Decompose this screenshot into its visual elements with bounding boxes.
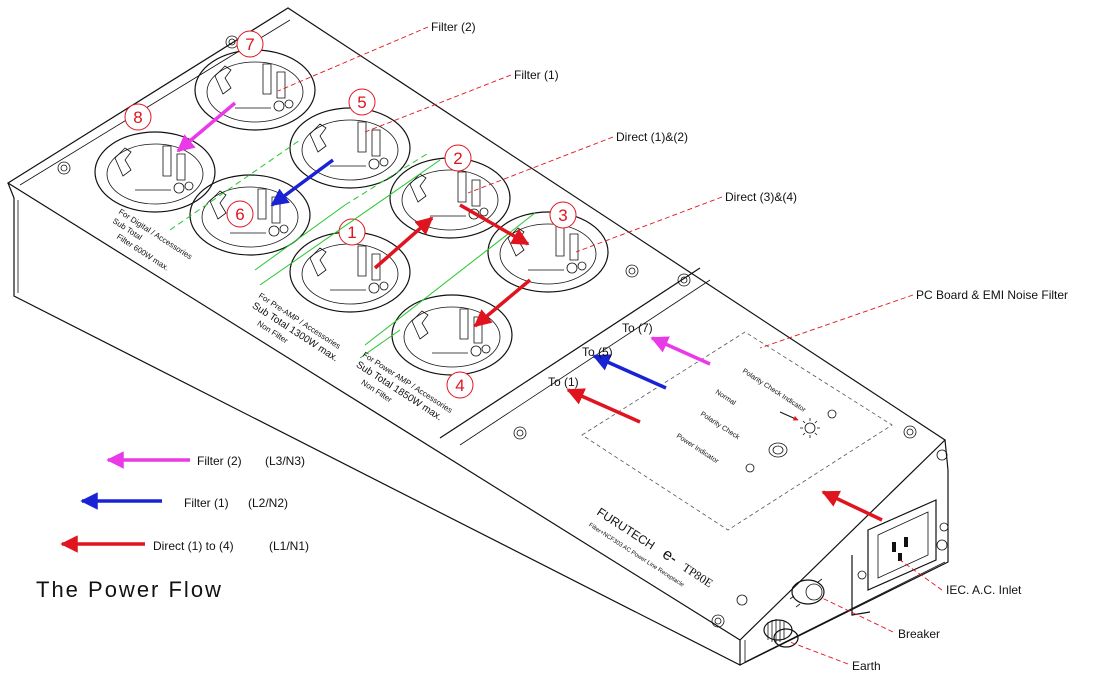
legend-suffix-filter1: (L2/N2) [248, 496, 288, 510]
normal-arrow-icon [779, 411, 799, 421]
outlet-6 [189, 174, 311, 256]
flow-arrow-to1 [566, 388, 641, 424]
mounting-screws [57, 35, 948, 628]
polarity-check-text: Polarity Check [699, 411, 741, 442]
outlet-7 [194, 49, 316, 131]
outlet-number-8: 8 [124, 103, 152, 131]
outlet-number-text: 1 [347, 223, 356, 242]
outlet-number-text: 3 [558, 206, 567, 225]
leader-lines [277, 26, 943, 665]
outlet-number-text: 5 [357, 93, 366, 112]
group-preamp-text: For Pre-AMP / Accessories Sub Total 1300… [250, 291, 342, 364]
outlet-group: 7 8 5 6 2 1 3 4 [94, 30, 609, 399]
group-poweramp-line-1: For Power AMP / Accessories [361, 350, 454, 415]
outlet-2 [389, 157, 511, 239]
legend-label-filter1: Filter (1) [184, 496, 229, 510]
brand-block: FURUTECH e- TP80E Filter+NCF303 AC Power… [587, 505, 716, 590]
legend-label-direct: Direct (1) to (4) [153, 539, 234, 553]
label-pcboard: PC Board & EMI Noise Filter [916, 288, 1068, 302]
brand-model: TP80E [680, 560, 716, 590]
polarity-indicator-led-icon [827, 409, 837, 419]
group-separators [169, 139, 536, 359]
outlet-3 [487, 211, 609, 293]
outlet-4 [391, 294, 513, 376]
legend-title: The Power Flow [36, 577, 223, 602]
flow-arrow-direct-1-2 [373, 216, 434, 270]
label-to1: To (1) [548, 375, 579, 389]
outlet-number-text: 8 [133, 108, 142, 127]
earth-terminal[interactable] [763, 619, 799, 648]
iec-inlet [851, 499, 949, 616]
polarity-check-button[interactable] [768, 442, 788, 458]
flow-arrows [176, 101, 883, 522]
flow-arrow-to5 [592, 354, 667, 390]
outlet-number-5: 5 [348, 88, 376, 116]
legend-suffix-filter2: (L3/N3) [265, 454, 305, 468]
label-direct34: Direct (3)&(4) [725, 190, 797, 204]
group-poweramp-text: For Power AMP / Accessories Sub Total 18… [354, 350, 454, 423]
label-earth: Earth [852, 659, 881, 673]
outlet-number-3: 3 [549, 201, 577, 229]
flow-arrow-direct-2-3 [459, 203, 530, 246]
flow-arrow-direct-3-4 [473, 278, 532, 328]
flow-arrow-filter1 [270, 158, 335, 207]
flow-arrow-to7 [650, 336, 711, 366]
outlet-8 [94, 131, 216, 213]
label-direct12: Direct (1)&(2) [616, 130, 688, 144]
power-indicator-led-icon [745, 463, 755, 473]
label-to7: To (7) [622, 321, 653, 335]
legend: Filter (2) (L3/N3) Filter (1) (L2/N2) Di… [36, 451, 309, 602]
chassis [6, 7, 949, 666]
group-digital-text: For Digital / Accessories Sub Total Filt… [111, 207, 194, 272]
outlet-number-6: 6 [226, 200, 254, 228]
power-indicator-text: Power Indicator [675, 433, 720, 466]
pc-board-panel: Polarity Check Indicator Normal Polarity… [581, 331, 893, 531]
outlet-number-1: 1 [338, 218, 366, 246]
flow-arrow-inlet [821, 490, 883, 522]
label-breaker: Breaker [898, 627, 940, 641]
polarity-led-icon [800, 418, 820, 438]
label-filter1: Filter (1) [514, 68, 559, 82]
label-iec: IEC. A.C. Inlet [946, 583, 1022, 597]
brand-model-prefix: e- [659, 546, 680, 568]
outlet-number-4: 4 [446, 371, 474, 399]
outlet-number-text: 6 [235, 205, 244, 224]
label-filter2: Filter (2) [431, 20, 476, 34]
outlet-number-7: 7 [236, 30, 264, 58]
label-to5: To (5) [582, 345, 613, 359]
outlet-number-text: 4 [455, 376, 464, 395]
flow-arrow-filter2 [176, 101, 237, 153]
outlet-number-2: 2 [444, 144, 472, 172]
breaker[interactable] [789, 578, 825, 608]
normal-text: Normal [714, 389, 737, 407]
legend-label-filter2: Filter (2) [197, 454, 242, 468]
outlet-number-text: 7 [245, 35, 254, 54]
polarity-indicator-text: Polarity Check Indicator [741, 368, 807, 414]
outlet-number-text: 2 [453, 149, 462, 168]
legend-suffix-direct: (L1/N1) [269, 539, 309, 553]
